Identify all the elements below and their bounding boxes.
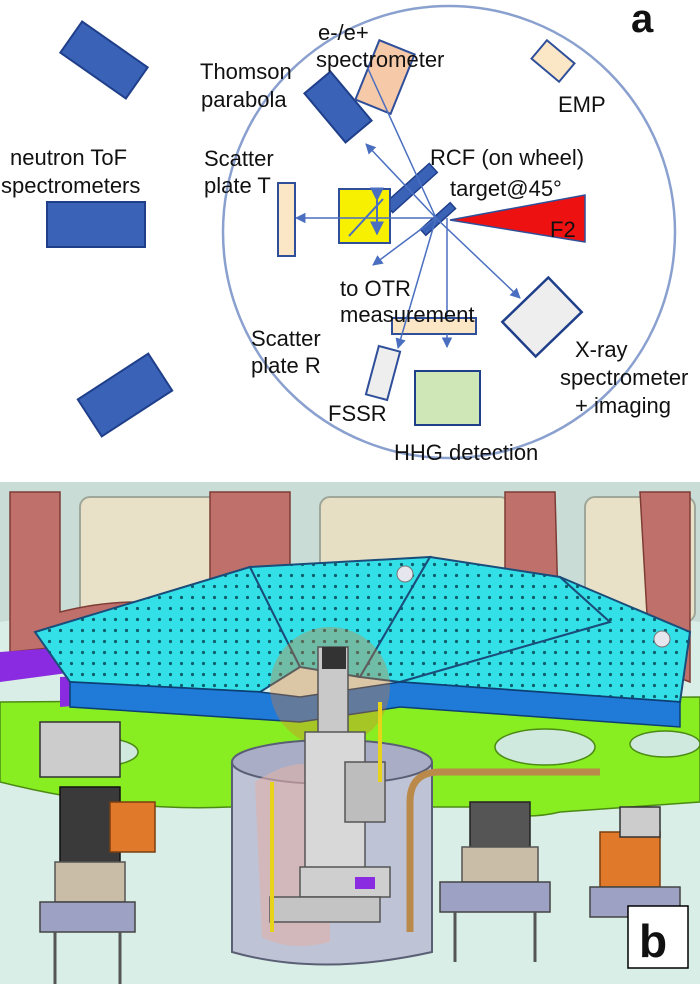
floor-hole-right	[629, 730, 700, 758]
panel-b-letter: b	[639, 915, 667, 967]
label-thomson-2: parabola	[201, 87, 287, 112]
e-spectrometer-box	[354, 38, 416, 116]
otr-plate	[391, 317, 477, 335]
breadboard-front-edge	[69, 681, 681, 728]
breadboard-left-wedge	[33, 565, 302, 694]
xray-spectrometer-box	[500, 275, 584, 359]
panel-a-layout-schematic: a e-/e+ spectrometer Thomson parabola EM…	[1, 0, 688, 465]
fssr-box	[364, 344, 402, 402]
xy-stage-upper	[299, 866, 391, 898]
label-xray-1: X-ray	[575, 337, 628, 362]
label-rcf: RCF (on wheel)	[430, 145, 584, 170]
interaction-chamber-circle	[221, 4, 677, 460]
right-sphere	[653, 630, 671, 648]
label-fssr: FSSR	[328, 401, 387, 426]
emp-box	[530, 38, 576, 84]
label-otr-1: to OTR	[340, 276, 411, 301]
label-hhg: HHG detection	[394, 440, 538, 465]
label-thomson-1: Thomson	[200, 59, 292, 84]
label-xray-2: spectrometer	[560, 365, 688, 390]
label-neutron-2: spectrometers	[1, 173, 140, 198]
otr-yellow-box	[338, 188, 391, 244]
purple-part	[355, 877, 375, 889]
top-sphere	[396, 565, 414, 583]
column-top-block	[322, 647, 346, 669]
scatter-plate-t	[277, 182, 296, 257]
hhg-detector-box	[414, 370, 481, 426]
label-e-spectrometer-1: e-/e+	[318, 20, 369, 45]
panel-b-chamber-cad-render: b	[0, 482, 700, 984]
label-otr-2: measurement	[340, 302, 475, 327]
label-target: target@45°	[450, 176, 562, 201]
panel-a-letter: a	[631, 0, 654, 41]
xy-stage-lower	[269, 896, 381, 923]
panel-b-letter-box	[627, 905, 689, 969]
neutron-detector-top-left	[58, 20, 150, 100]
label-emp: EMP	[558, 92, 606, 117]
label-f2: F2	[550, 217, 576, 242]
label-scatter-t-1: Scatter	[204, 146, 274, 171]
laser-f2-beam	[449, 194, 586, 243]
neutron-detector-middle	[46, 201, 146, 248]
neutron-detector-bottom-left	[76, 352, 174, 438]
braided-cable	[406, 768, 600, 932]
label-scatter-r-2: plate R	[251, 353, 321, 378]
right-actuator-stack	[439, 801, 551, 962]
left-actuator-stack	[39, 721, 156, 984]
floor-hole-center	[494, 728, 596, 766]
label-xray-3: + imaging	[575, 393, 671, 418]
thomson-parabola-box	[302, 70, 374, 144]
label-neutron-1: neutron ToF	[10, 145, 127, 170]
label-scatter-r-1: Scatter	[251, 326, 321, 351]
label-scatter-t-2: plate T	[204, 173, 271, 198]
label-e-spectrometer-2: spectrometer	[316, 47, 444, 72]
beam-arrows	[294, 59, 521, 350]
